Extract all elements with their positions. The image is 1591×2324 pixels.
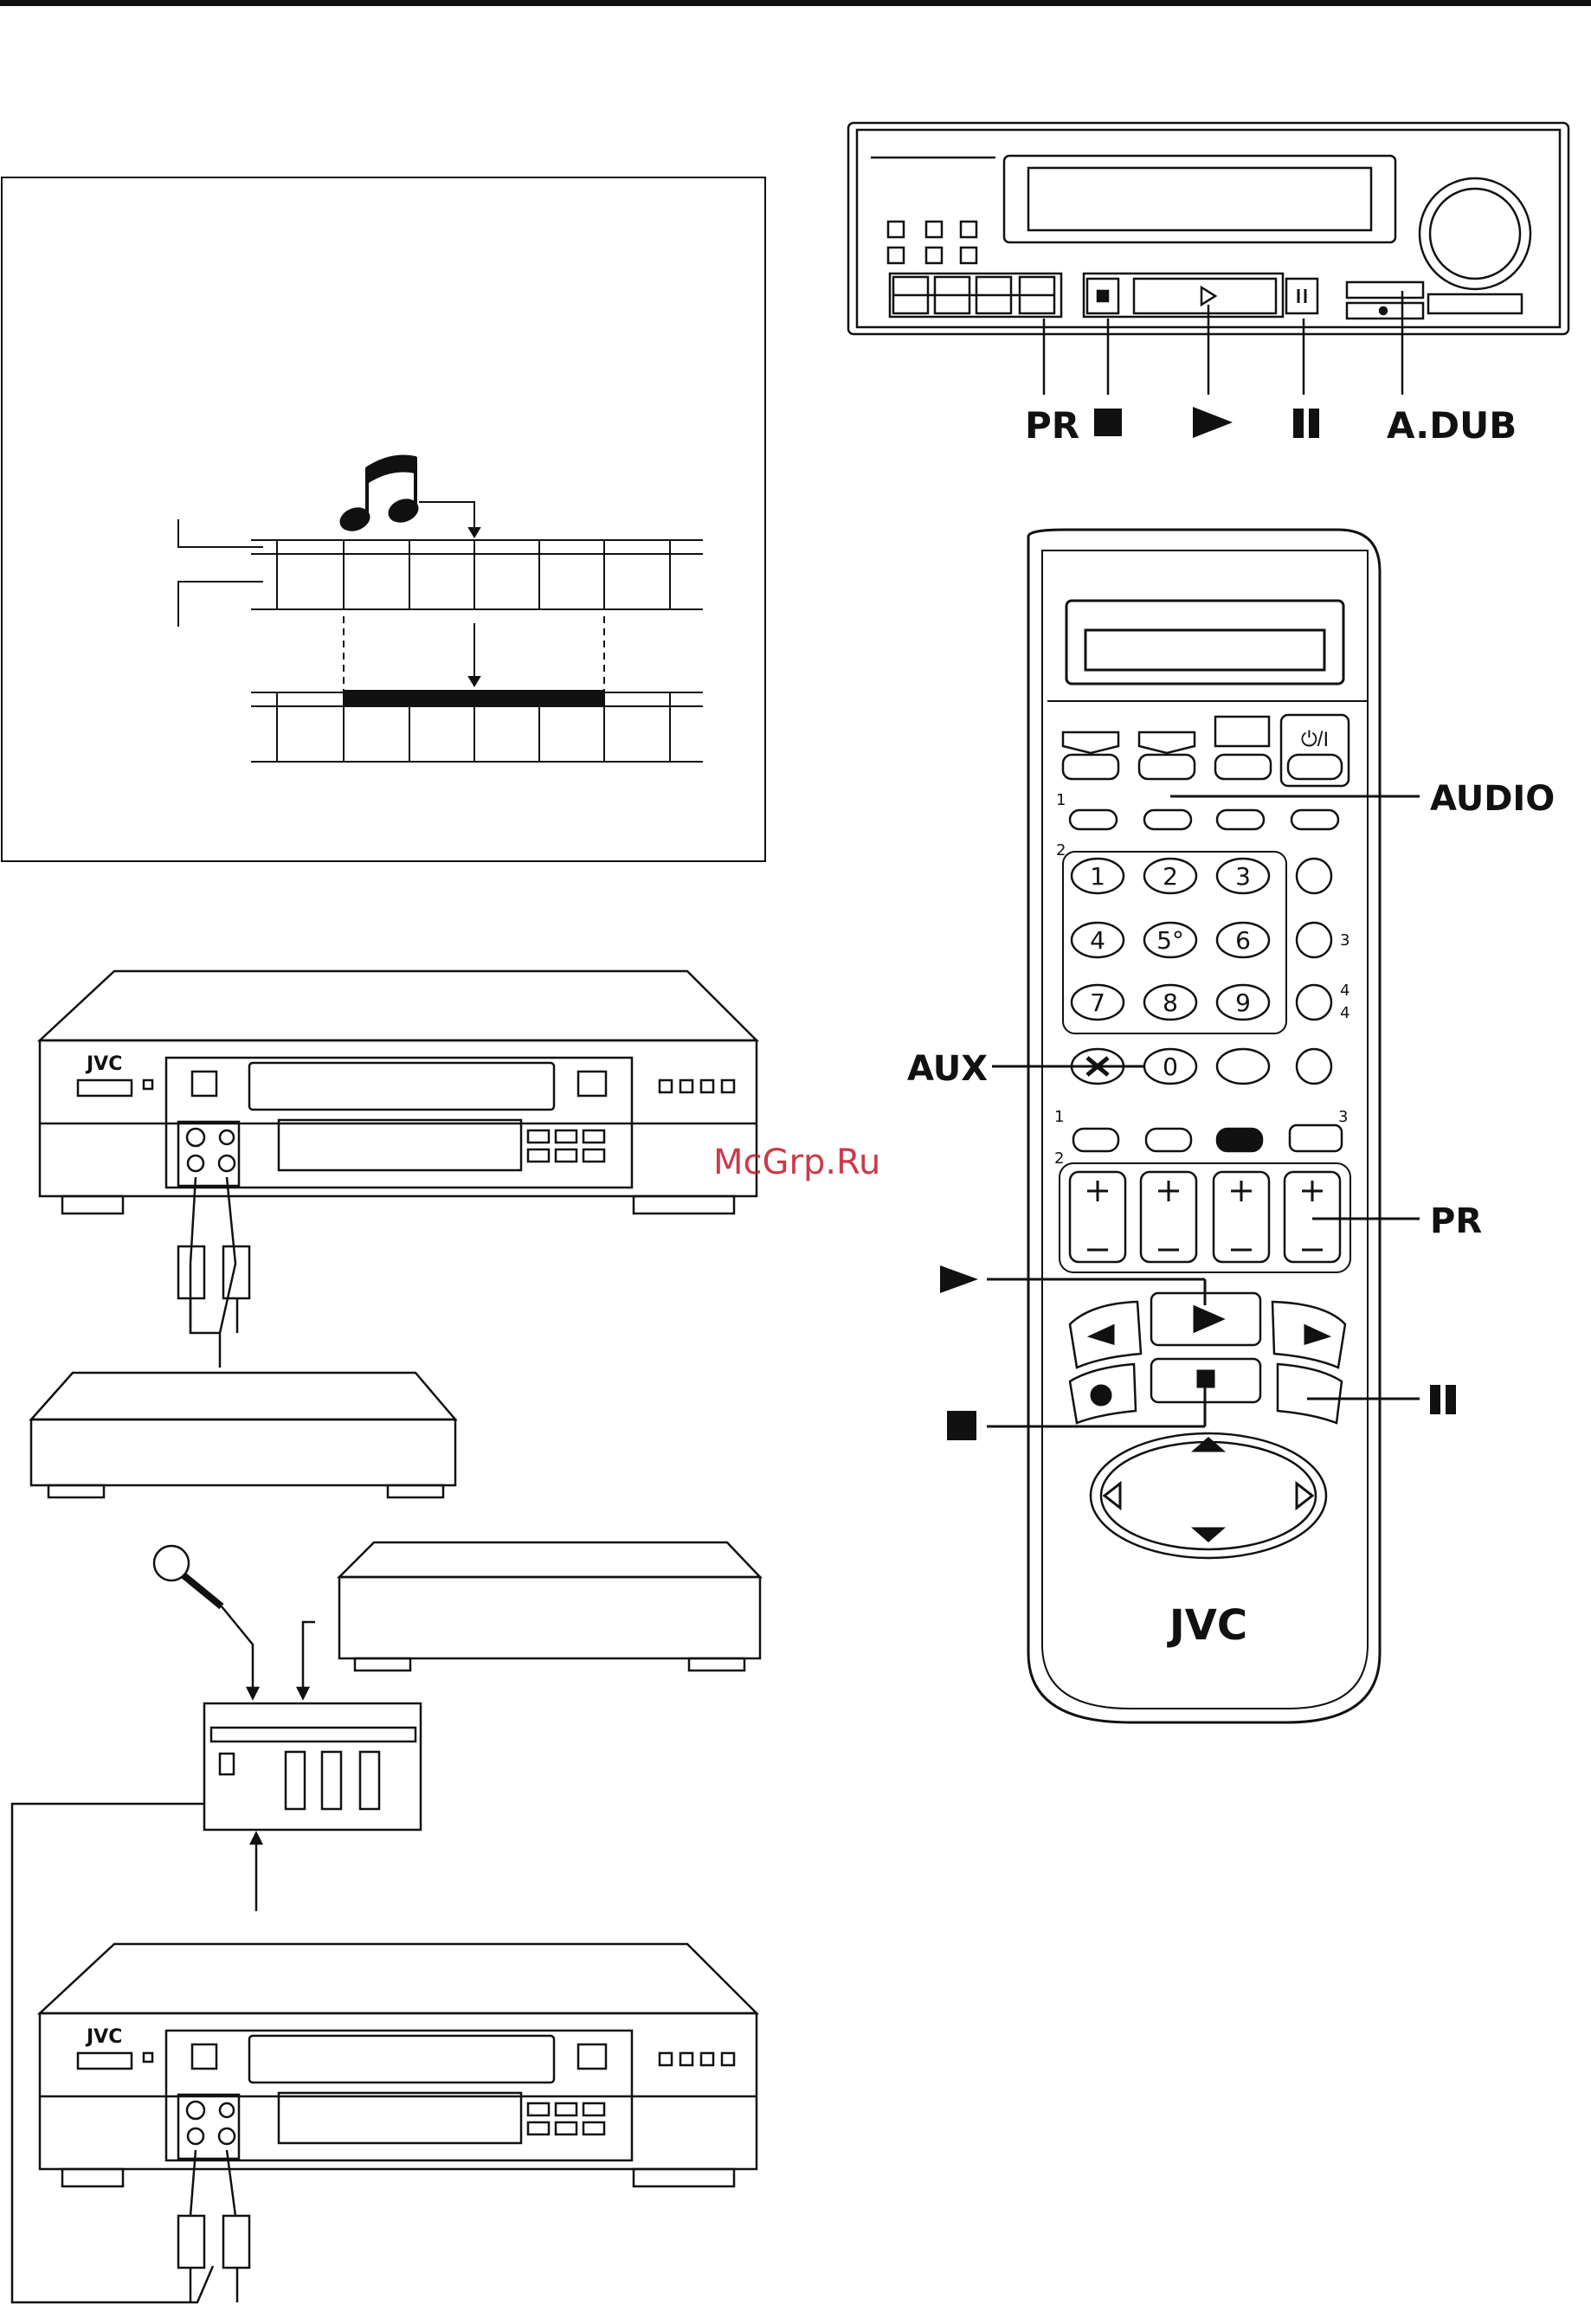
aux-label: AUX [907,1049,988,1089]
power-icon: ⏻/I [1301,728,1329,751]
panel-pr-buttons[interactable] [890,274,1061,317]
nav-right-icon [1297,1484,1312,1508]
remote-row-2-buttons[interactable] [1073,1125,1342,1151]
remote-row-1-buttons[interactable] [1070,810,1338,829]
diagram-frame [2,177,765,861]
marker-2: 2 [1056,841,1066,859]
key-1: 1 [1090,862,1105,891]
key-9: 9 [1235,988,1251,1017]
remote-brand-logo: JVC [1167,1601,1247,1650]
panel-pause-symbol [1293,409,1319,438]
jog-dial[interactable] [1420,178,1530,313]
nav-down-icon [1195,1529,1222,1541]
key-8: 8 [1163,988,1178,1017]
key-3: 3 [1235,862,1251,891]
vcr2-audio-jack-right [219,2128,235,2144]
vcr-unit-top [40,971,757,1368]
rocker-plus-signs [1087,1181,1323,1250]
second-audio-deck [298,1542,760,1698]
marker-4a: 4 [1340,982,1349,1000]
remote-pause-button[interactable] [1278,1364,1342,1423]
remote-stop-symbol [947,1411,976,1440]
panel-stop-symbol [1094,409,1122,436]
top-rule [0,0,1591,6]
remote-control: ⏻/I [987,530,1420,1722]
remote-markers: 1 2 3 4 4 1 2 3 [1054,791,1349,1168]
record-icon [1092,1386,1111,1405]
audio-button[interactable] [1144,810,1191,829]
panel-pause-button[interactable] [1286,279,1317,313]
panel-small-buttons [888,222,976,263]
music-note-icon [338,456,421,535]
audio-dub-timing-diagram [2,177,765,861]
panel-play-symbol [1193,407,1233,438]
key-7: 7 [1090,988,1105,1017]
remote-stop-icon [1198,1371,1214,1387]
pr-rocker-frame [1060,1163,1350,1272]
vcr1-audio-jack-right [219,1156,235,1171]
remote-pr-rockers[interactable] [1070,1172,1340,1262]
marker-1: 1 [1056,791,1066,809]
upper-tape-ticks [277,540,670,609]
audio-label: AUDIO [1430,779,1555,819]
mixer-fader-2[interactable] [322,1752,341,1809]
audio-source-deck [31,1373,455,1497]
marker-circle-3: 3 [1338,1108,1348,1126]
vcr1-brand-logo: JVC [85,1053,122,1075]
marker-3: 3 [1340,931,1349,950]
audio-mixer [12,1703,421,2302]
fast-forward-icon [1305,1326,1328,1343]
mixer-fader-1[interactable] [286,1752,305,1809]
marker-circle-1: 1 [1054,1108,1064,1126]
remote-pause-symbol [1430,1385,1456,1414]
remote-play-symbol [940,1265,978,1293]
key-0: 0 [1163,1053,1178,1081]
mixer-fader-3[interactable] [360,1752,379,1809]
number-pad[interactable] [1072,859,1331,1084]
marker-circle-2: 2 [1054,1149,1064,1168]
panel-adub-button[interactable] [1347,282,1423,298]
panel-play-button[interactable] [1201,287,1215,305]
panel-transport-buttons[interactable] [1084,274,1423,319]
panel-adub-label: A.DUB [1387,404,1517,447]
watermark: McGrp.Ru [713,1143,880,1182]
nav-left-icon [1105,1484,1120,1508]
nav-up-icon [1195,1439,1222,1451]
remote-play-icon [1195,1307,1222,1331]
lower-tape-ticks [277,692,670,762]
vcr2-brand-logo: JVC [85,2026,122,2048]
marker-4b: 4 [1340,1004,1349,1022]
key-6: 6 [1235,926,1251,955]
key-2: 2 [1163,862,1178,891]
rewind-icon [1091,1326,1113,1343]
microphone-icon [154,1546,258,1698]
vcr-front-panel [848,123,1568,395]
remote-display [1066,601,1343,684]
remote-pr-label: PR [1430,1201,1482,1241]
key-5: 5° [1156,926,1184,955]
vcr2-audio-jack-left [188,2128,203,2144]
key-4: 4 [1090,926,1105,955]
panel-pr-label: PR [1025,404,1079,447]
panel-stop-button[interactable] [1098,291,1108,301]
vcr1-audio-jack-left [188,1156,203,1171]
vcr-unit-bottom [40,1944,757,2302]
